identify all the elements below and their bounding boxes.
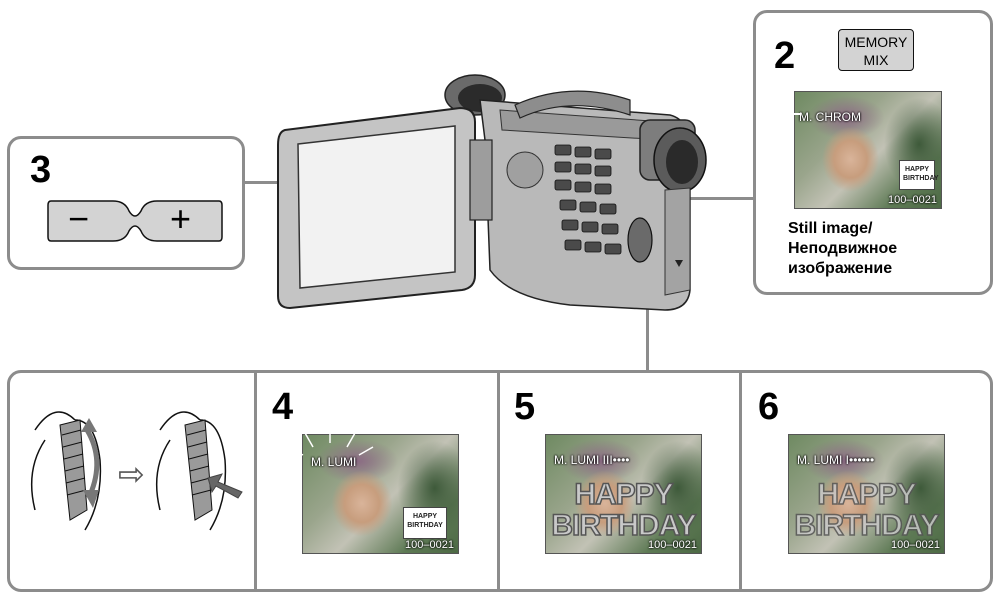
memory-mix-line2: MIX: [863, 52, 889, 68]
step5-happy-text: HAPPY: [574, 478, 675, 511]
arrow-mark-icon: [675, 260, 683, 267]
arrow-right-icon: ⇨: [118, 456, 145, 492]
step6-photo: M. LUMI I•••••• HAPPY BIRTHDAY 100–0021: [788, 434, 945, 554]
step6-birthday-text: BIRTHDAY: [794, 509, 941, 542]
step6-counter: 100–0021: [891, 539, 940, 551]
dial-turn-press-illustration: [30, 411, 102, 531]
memory-mix-line1: MEMORY: [844, 34, 908, 50]
step5-counter: 100–0021: [648, 539, 697, 551]
step5-photo: M. LUMI III•••• HAPPY BIRTHDAY 100–0021: [545, 434, 702, 554]
lcd-screen: [297, 125, 456, 289]
minus-plus-button[interactable]: [45, 197, 225, 245]
dial-wheel-1: [59, 419, 88, 521]
step2-memo-card: HAPPY BIRTHDAY: [899, 160, 939, 190]
step2-photo: M. CHROM HAPPY BIRTHDAY 100–0021: [794, 91, 942, 209]
osd-pointer-line: [784, 113, 800, 115]
plus-label: +: [170, 198, 192, 239]
memory-dial: [627, 217, 653, 263]
camcorder-illustration: [277, 74, 707, 311]
step5-osd: M. LUMI III••••: [554, 453, 630, 467]
divider-2: [497, 372, 500, 590]
minus-label: −: [68, 198, 90, 239]
step6-number: 6: [758, 386, 780, 428]
connector-line-bottom: [646, 300, 649, 372]
speaker-grille: [506, 151, 544, 189]
step6-happy-text: HAPPY: [817, 478, 918, 511]
dial-wheel-2: [184, 419, 213, 521]
step2-memo-line2: BIRTHDAY: [903, 175, 939, 182]
step2-number: 2: [774, 35, 796, 77]
step4-photo: M. LUMI HAPPY BIRTHDAY 100–0021: [302, 434, 459, 554]
still-image-caption: Still image/ Неподвижное изображение: [788, 219, 897, 279]
blink-indicator-icon: [280, 429, 374, 463]
divider-1: [254, 372, 257, 590]
dial-press-illustration: [155, 411, 243, 531]
step6-osd: M. LUMI I••••••: [797, 453, 875, 467]
memory-mix-button[interactable]: MEMORY MIX: [838, 29, 914, 71]
step2-osd: M. CHROM: [799, 110, 861, 124]
caption-line1: Still image/: [788, 220, 873, 237]
step2-counter: 100–0021: [888, 194, 937, 206]
button-panel: [554, 144, 622, 255]
caption-line3: изображение: [788, 260, 893, 277]
press-arrow-icon: [207, 473, 243, 499]
step4-counter: 100–0021: [405, 539, 454, 551]
step5-birthday-text: BIRTHDAY: [551, 509, 698, 542]
divider-3: [739, 372, 742, 590]
step4-memo-line1: HAPPY: [412, 513, 438, 520]
step2-panel: 2 MEMORY MIX M. CHROM HAPPY BIRTHDAY 100…: [753, 10, 993, 295]
rotate-arrow-icon: [84, 428, 100, 496]
step3-number: 3: [30, 149, 52, 191]
step4-osd: M. LUMI: [311, 455, 357, 469]
step3-panel: 3 − +: [7, 136, 245, 270]
caption-line2: Неподвижное: [788, 240, 898, 257]
step4-memo-line2: BIRTHDAY: [407, 522, 443, 529]
step4-memo-card: HAPPY BIRTHDAY: [403, 507, 447, 539]
step2-memo-line1: HAPPY: [904, 166, 930, 173]
step4-number: 4: [272, 386, 294, 428]
step5-number: 5: [514, 386, 536, 428]
